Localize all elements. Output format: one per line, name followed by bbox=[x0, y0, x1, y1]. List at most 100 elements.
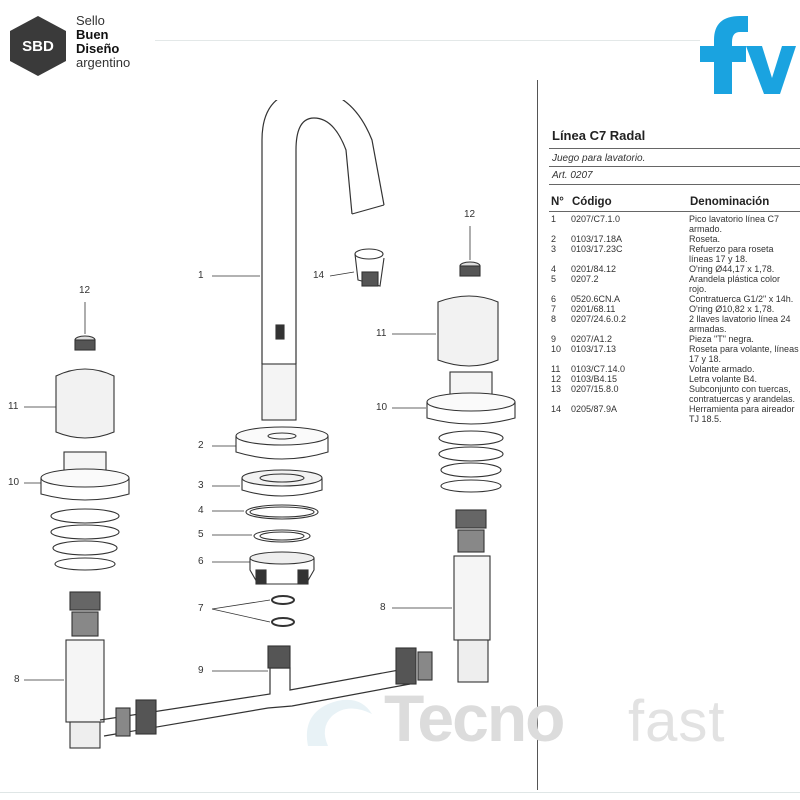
label-2: 2 bbox=[198, 440, 204, 451]
label-14: 14 bbox=[313, 270, 325, 281]
right-valve-assembly bbox=[426, 295, 516, 683]
info-rule-3 bbox=[549, 184, 800, 185]
table-row: 9 0207/A1.2 Pieza "T" negra. bbox=[549, 334, 800, 344]
row-name: Herramienta para aireador TJ 18.5. bbox=[689, 404, 795, 424]
row-code: 0103/B4.15 bbox=[571, 374, 618, 384]
row-name: Arandela plástica color rojo. bbox=[689, 274, 781, 294]
col-header-name: Denominación bbox=[690, 196, 770, 208]
watermark-text-bold: Tecno bbox=[384, 681, 565, 755]
product-article: Art. 0207 bbox=[552, 170, 593, 181]
label-10-right: 10 bbox=[376, 402, 388, 413]
letter-caps-12 bbox=[74, 261, 481, 351]
row-code: 0201/68.11 bbox=[571, 304, 616, 314]
row-code: 0103/17.18A bbox=[571, 234, 623, 244]
sbd-line-3: Diseño bbox=[76, 41, 120, 56]
row-code: 0207.2 bbox=[571, 274, 599, 284]
row-number: 14 bbox=[551, 404, 562, 414]
row-code: 0207/15.8.0 bbox=[571, 384, 619, 394]
row-number: 11 bbox=[551, 364, 561, 374]
table-row: 11 0103/C7.14.0 Volante armado. bbox=[549, 364, 800, 374]
label-5: 5 bbox=[198, 529, 204, 540]
row-code: 0205/87.9A bbox=[571, 404, 618, 414]
label-3: 3 bbox=[198, 480, 204, 491]
header-divider bbox=[155, 40, 700, 41]
info-rule-1 bbox=[549, 148, 800, 149]
leader-lines bbox=[24, 226, 471, 681]
info-rule-2 bbox=[549, 166, 800, 167]
row-code: 0207/C7.1.0 bbox=[571, 214, 621, 224]
row-name: Pico lavatorio línea C7 armado. bbox=[689, 214, 780, 234]
parts-table: 1 0207/C7.1.0 Pico lavatorio línea C7 arma… bbox=[549, 214, 800, 424]
table-header-rule bbox=[549, 211, 800, 212]
row-name: Roseta para volante, líneas 17 y 18. bbox=[689, 344, 799, 364]
row-number: 3 bbox=[551, 244, 557, 254]
label-11-right: 11 bbox=[376, 328, 387, 339]
label-10-left: 10 bbox=[8, 477, 20, 488]
watermark-text-light: fast bbox=[628, 689, 726, 754]
table-row: 7 0201/68.11 O'ring Ø10,82 x 1,78. bbox=[549, 304, 800, 314]
table-row: 8 0207/24.6.0.2 2 llaves lavatorio línea 2… bbox=[549, 314, 800, 334]
rosette-stack bbox=[235, 426, 329, 585]
label-7: 7 bbox=[198, 603, 204, 614]
row-name: 2 llaves lavatorio línea 24 armadas. bbox=[689, 314, 791, 334]
row-name: O'ring Ø10,82 x 1,78. bbox=[689, 304, 775, 314]
label-4: 4 bbox=[198, 505, 204, 516]
table-row: 4 0201/84.12 O'ring Ø44,17 x 1,78. bbox=[549, 264, 800, 274]
row-code: 0103/17.23C bbox=[571, 244, 623, 254]
panel-divider bbox=[537, 80, 538, 790]
row-number: 12 bbox=[551, 374, 562, 384]
orings-7 bbox=[271, 595, 295, 627]
table-row: 1 0207/C7.1.0 Pico lavatorio línea C7 arma… bbox=[549, 214, 800, 234]
aerator-tool-14 bbox=[354, 248, 385, 287]
fv-brand-logo bbox=[700, 16, 796, 94]
label-1: 1 bbox=[198, 270, 204, 281]
watermark-swoosh-icon bbox=[306, 699, 372, 746]
tecnofast-watermark: Tecno fast bbox=[298, 680, 798, 770]
label-8-right: 8 bbox=[380, 602, 386, 613]
row-number: 13 bbox=[551, 384, 562, 394]
label-6: 6 bbox=[198, 556, 204, 567]
row-name: Contratuerca G1/2" x 14h. bbox=[689, 294, 794, 304]
row-number: 8 bbox=[551, 314, 557, 324]
product-title: Línea C7 Radal bbox=[552, 128, 646, 143]
sbd-seal-text: Sello Buen Diseño argentino bbox=[76, 14, 130, 70]
col-header-number: N° bbox=[551, 196, 564, 208]
row-number: 10 bbox=[551, 344, 562, 354]
label-12-left: 12 bbox=[79, 285, 91, 296]
row-number: 5 bbox=[551, 274, 557, 284]
table-row: 14 0205/87.9A Herramienta para aireador TJ… bbox=[549, 404, 800, 424]
row-number: 6 bbox=[551, 294, 557, 304]
row-number: 9 bbox=[551, 334, 557, 344]
row-code: 0201/84.12 bbox=[571, 264, 617, 274]
row-code: 0207/24.6.0.2 bbox=[571, 314, 627, 324]
spout-part bbox=[261, 100, 385, 421]
label-8-left: 8 bbox=[14, 674, 20, 685]
footer-rule bbox=[0, 792, 800, 793]
label-9: 9 bbox=[198, 665, 204, 676]
sbd-line-2: Buen bbox=[76, 27, 109, 42]
row-name: Roseta. bbox=[689, 234, 721, 244]
sbd-hexagon-icon bbox=[10, 16, 66, 76]
table-row: 2 0103/17.18A Roseta. bbox=[549, 234, 800, 244]
row-code: 0207/A1.2 bbox=[571, 334, 613, 344]
row-number: 2 bbox=[551, 234, 557, 244]
row-name: Refuerzo para roseta líneas 17 y 18. bbox=[689, 244, 774, 264]
t-piece-9 bbox=[99, 645, 433, 737]
row-number: 4 bbox=[551, 264, 557, 274]
row-name: Subconjunto con tuercas, contratuercas y… bbox=[689, 384, 796, 404]
row-number: 1 bbox=[551, 214, 557, 224]
sbd-line-1: Sello bbox=[76, 13, 105, 28]
exploded-diagram bbox=[24, 100, 516, 749]
label-11-left: 11 bbox=[8, 401, 19, 412]
sbd-line-4: argentino bbox=[76, 55, 131, 70]
row-number: 7 bbox=[551, 304, 557, 314]
row-name: Pieza "T" negra. bbox=[689, 334, 754, 344]
table-row: 3 0103/17.23C Refuerzo para roseta líneas … bbox=[549, 244, 800, 264]
row-name: O'ring Ø44,17 x 1,78. bbox=[689, 264, 775, 274]
row-name: Volante armado. bbox=[689, 364, 755, 374]
row-code: 0103/C7.14.0 bbox=[571, 364, 626, 374]
col-header-code: Código bbox=[572, 196, 612, 208]
